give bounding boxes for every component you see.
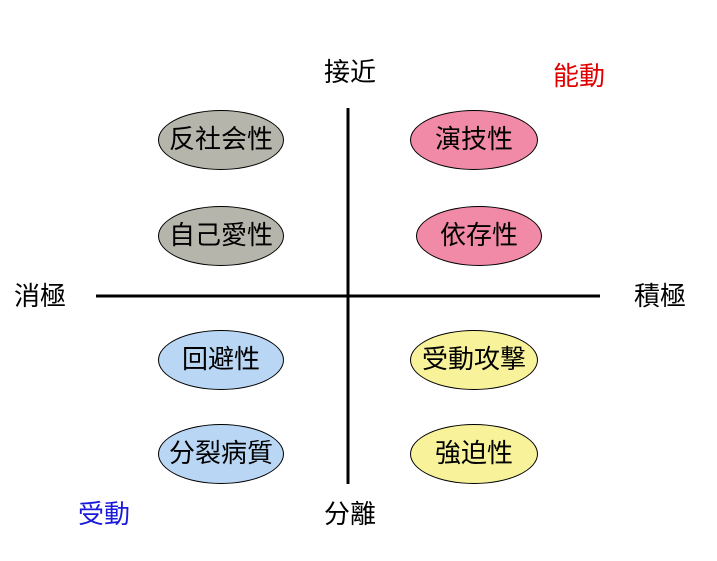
oval-obsessive-compulsive: 強迫性	[410, 424, 538, 484]
oval-dependent: 依存性	[416, 206, 542, 266]
oval-schizoid: 分裂病質	[158, 424, 284, 484]
oval-antisocial: 反社会性	[158, 110, 284, 170]
oval-passive-aggressive: 受動攻撃	[410, 330, 538, 390]
oval-narcissistic: 自己愛性	[158, 206, 284, 266]
axis-label-bottom: 分離	[324, 500, 377, 530]
axis-label-left: 消極	[14, 282, 67, 312]
oval-avoidant: 回避性	[158, 330, 284, 390]
corner-label-passive: 受動	[78, 500, 131, 530]
axis-label-top: 接近	[324, 58, 377, 88]
axis-label-right: 積極	[634, 282, 687, 312]
corner-label-active: 能動	[553, 62, 606, 92]
oval-histrionic: 演技性	[410, 110, 538, 170]
